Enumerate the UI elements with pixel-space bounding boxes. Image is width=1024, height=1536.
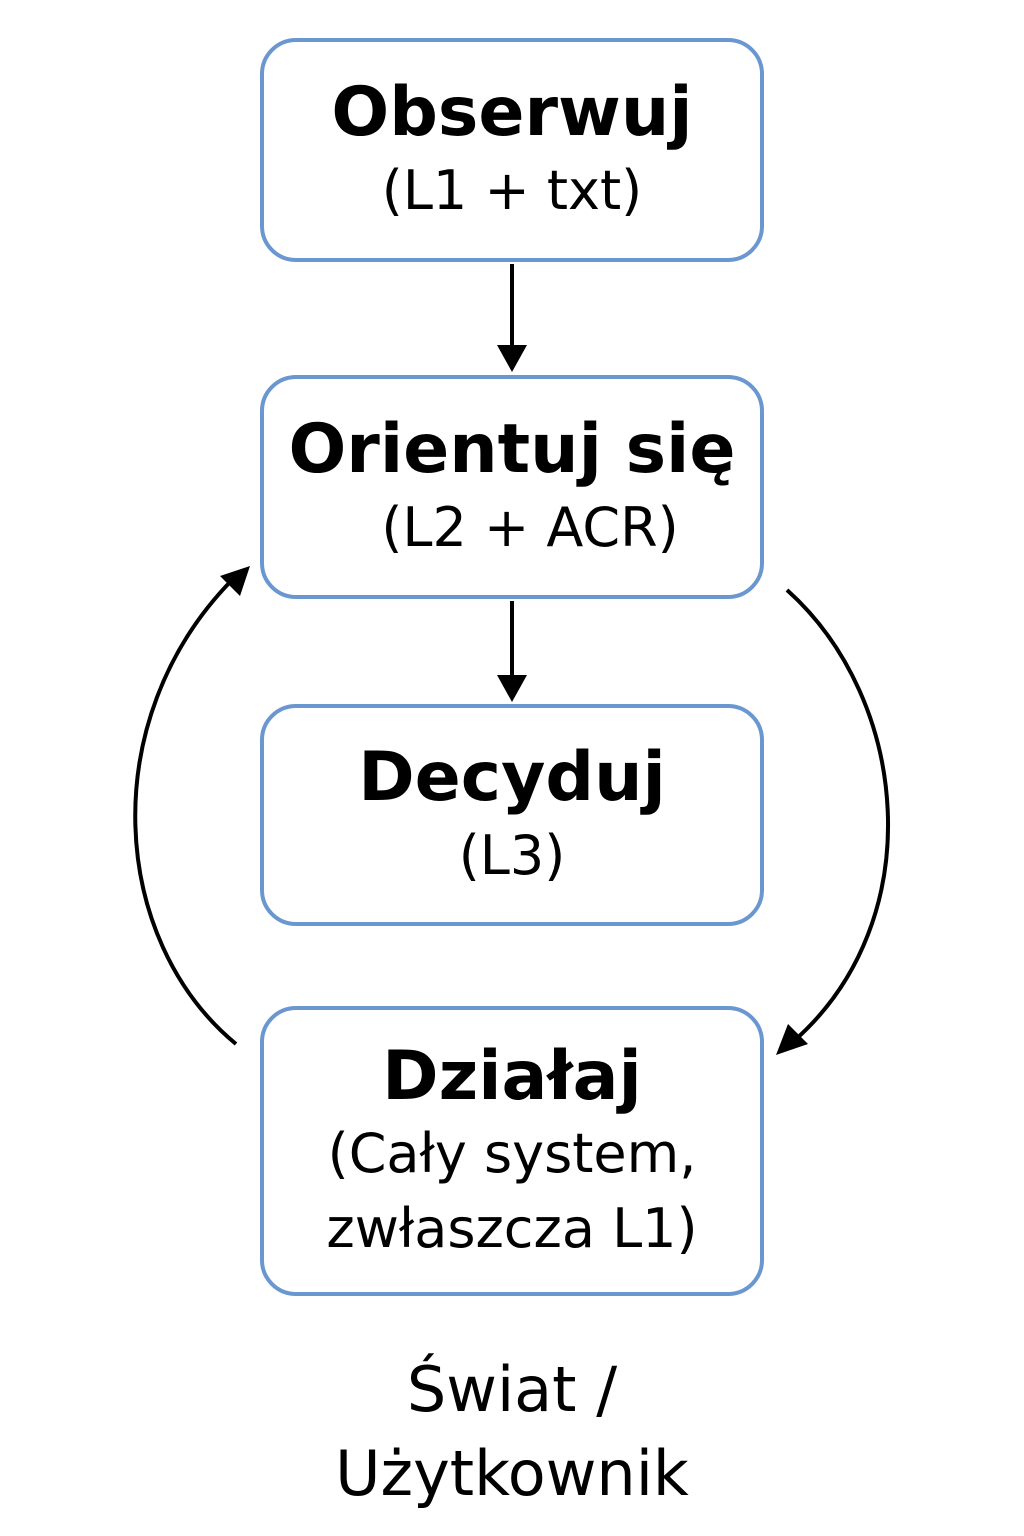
arrow-act-to-orient — [133, 578, 238, 1046]
world-label-line2: Użytkownik — [335, 1437, 689, 1510]
arrow-orient-to-act — [785, 588, 890, 1042]
node-orient-subtitle: (L2 + ACR) — [381, 495, 679, 559]
node-act-subtitle-line2: zwłaszcza L1) — [326, 1196, 698, 1260]
world-user-label: Świat / Użytkownik — [262, 1348, 762, 1516]
node-observe: Obserwuj (L1 + txt) — [260, 38, 764, 262]
node-orient: Orientuj się (L2 + ACR) — [260, 375, 764, 599]
node-observe-title: Obserwuj — [331, 72, 693, 152]
world-label-line1: Świat / — [406, 1353, 618, 1426]
node-decide: Decyduj (L3) — [260, 704, 764, 926]
node-act-subtitle-line1: (Cały system, — [327, 1122, 697, 1186]
node-act-title: Działaj — [382, 1036, 642, 1116]
node-decide-subtitle: (L3) — [458, 823, 566, 887]
node-decide-title: Decyduj — [358, 737, 666, 817]
node-act: Działaj (Cały system, zwłaszcza L1) — [260, 1006, 764, 1296]
arrowhead-orient-to-act — [776, 1024, 808, 1055]
arrowhead-observe-to-orient — [497, 345, 527, 372]
node-observe-subtitle: (L1 + txt) — [381, 158, 643, 222]
arrowhead-orient-to-decide — [497, 675, 527, 702]
node-orient-title: Orientuj się — [288, 409, 736, 489]
arrowhead-act-to-orient — [220, 566, 250, 596]
